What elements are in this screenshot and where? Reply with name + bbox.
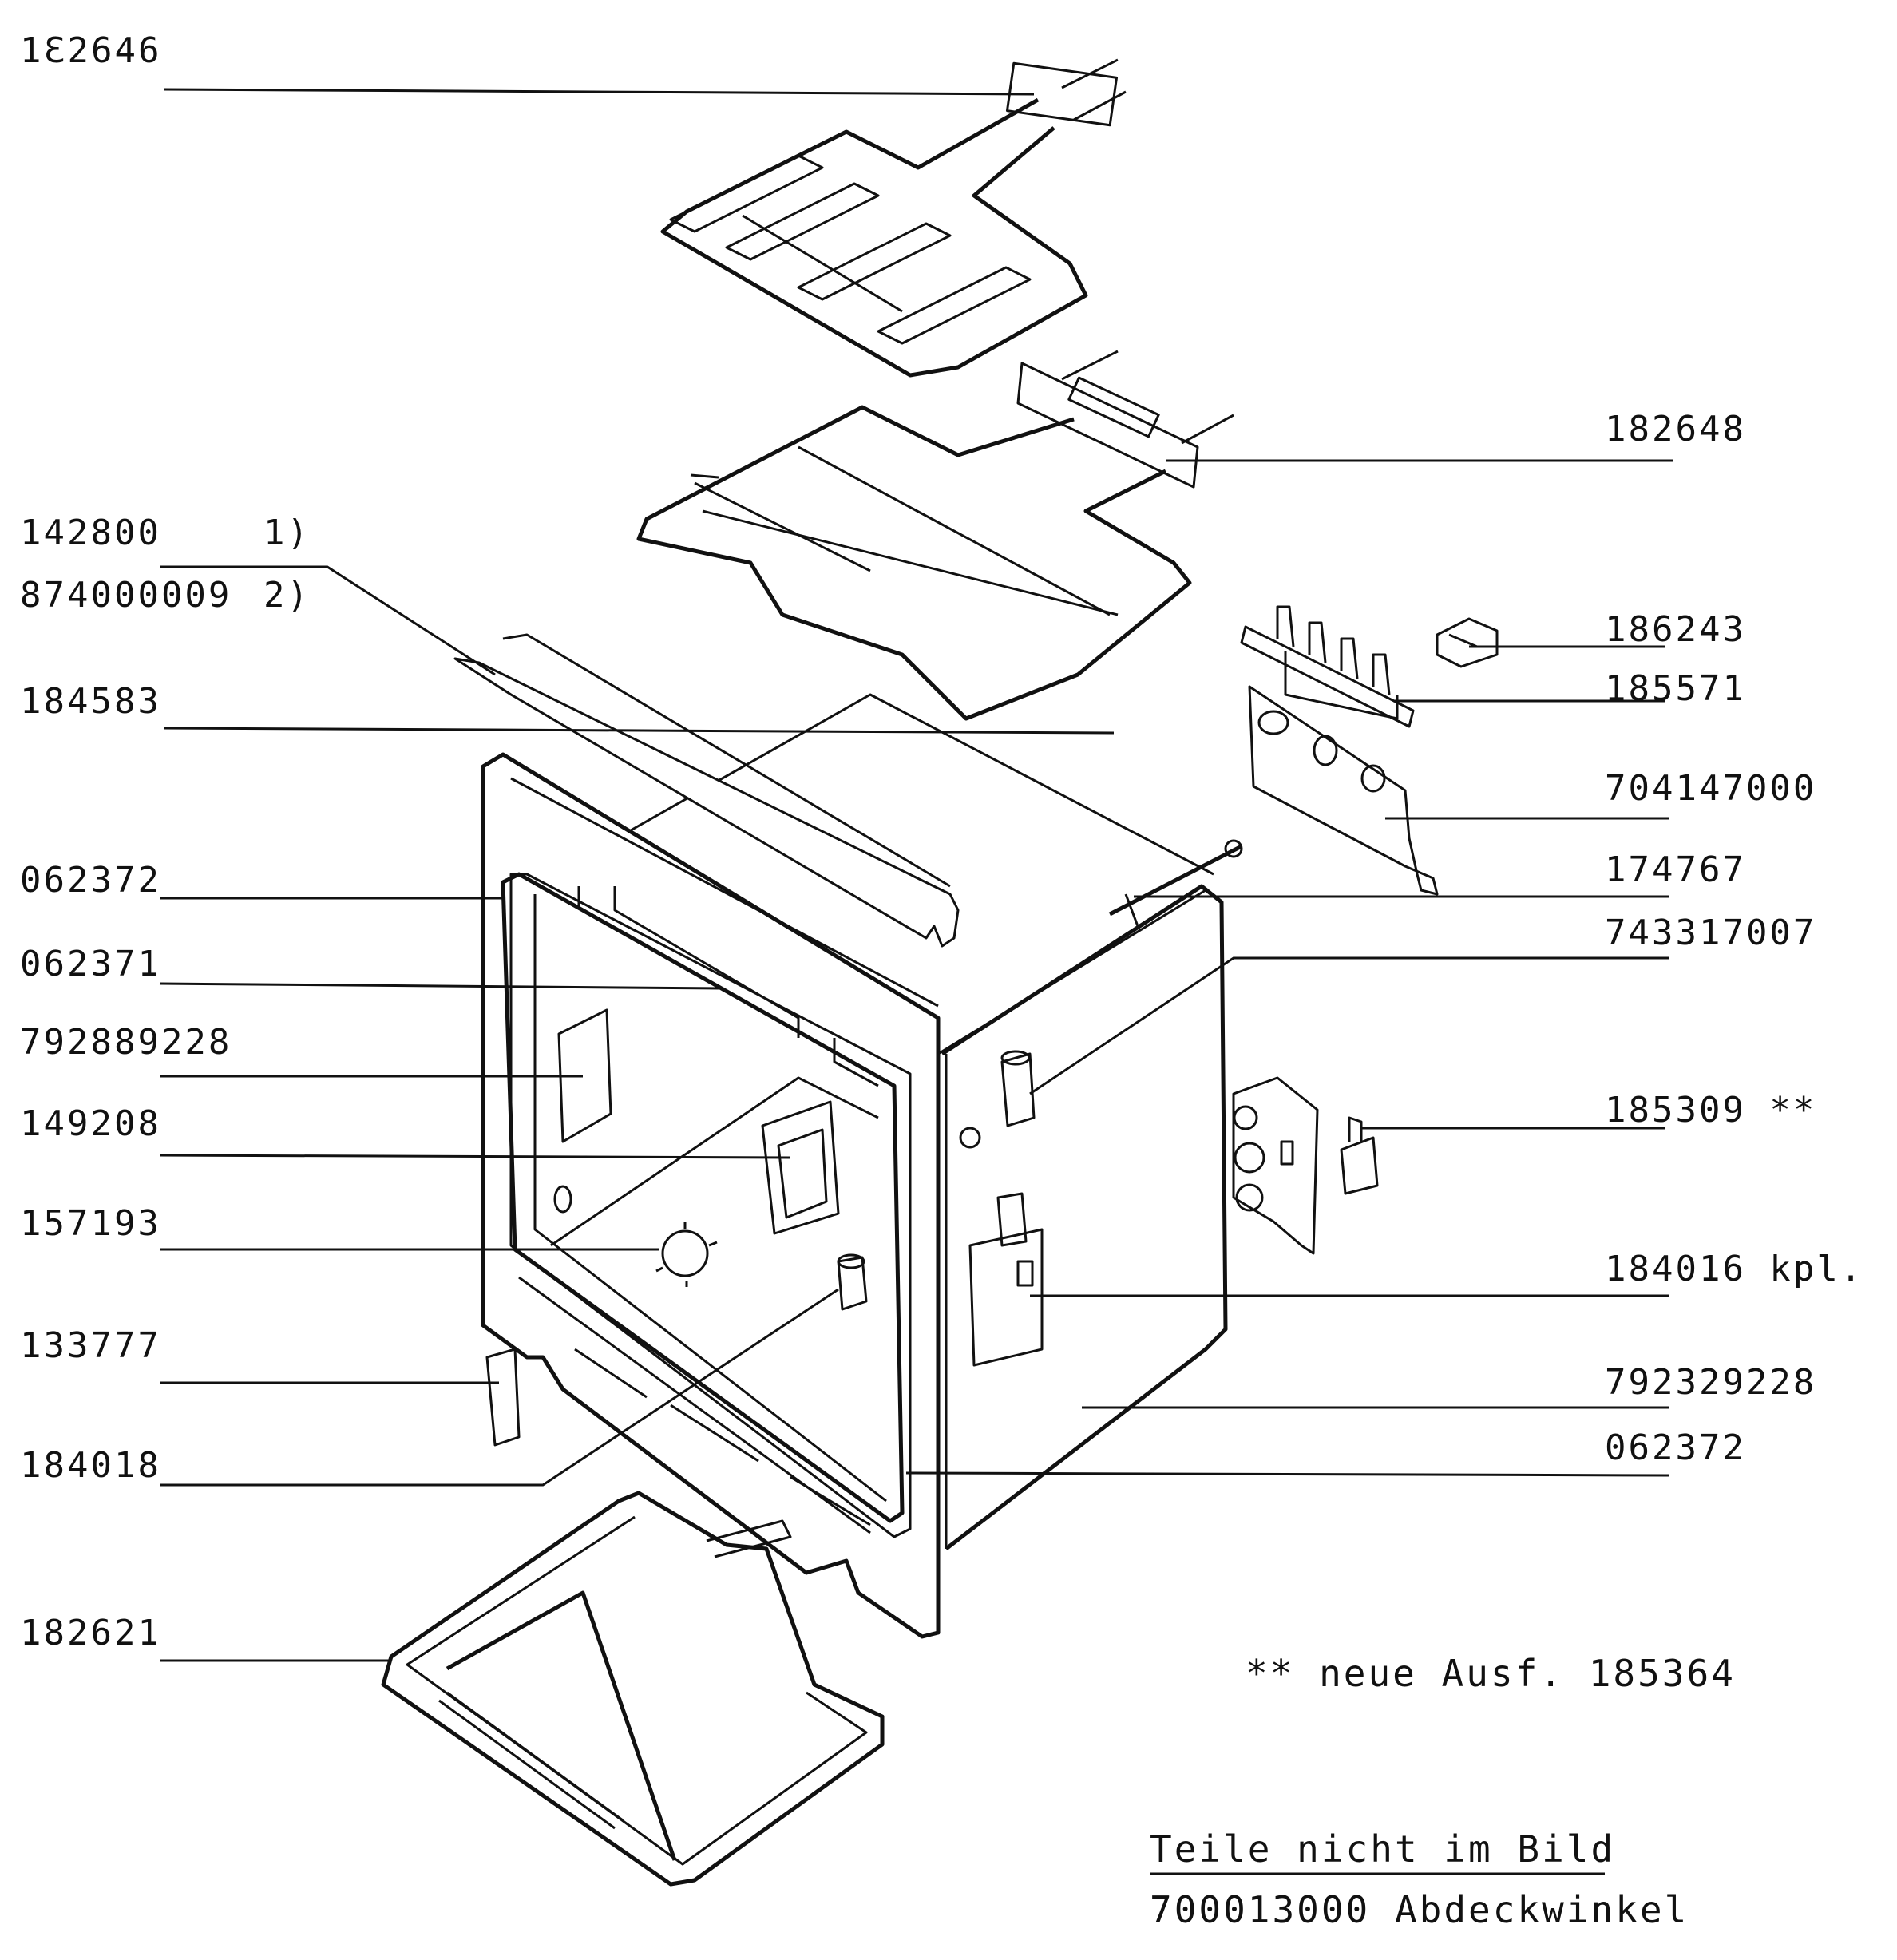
label-149208: 149208 [20,1103,161,1144]
label-184016: 184016 kpl. [1605,1249,1863,1289]
terminal-block-drawing [1240,605,1499,896]
grill-heating-element-drawing [660,58,1127,378]
upper-heating-element-drawing [636,350,1234,721]
label-062372-top: 062372 [20,860,161,901]
label-185309: 185309 ** [1605,1090,1816,1130]
label-792889228: 792889228 [20,1022,232,1063]
label-185571: 185571 [1605,668,1746,709]
label-182621: 182621 [20,1613,161,1653]
label-062372-bottom: 062372 [1605,1427,1746,1468]
label-792329228: 792329228 [1605,1362,1816,1403]
label-182646: 1ℇ2646 [20,30,161,71]
side-bracket-drawing [1232,1076,1379,1255]
parts-not-shown-item: 700013000 Abdeckwinkel [1150,1888,1689,1931]
label-874000009: 874000009 [20,575,232,616]
label-874000009-note: 2) [263,575,311,616]
label-184018: 184018 [20,1445,161,1486]
label-133777: 133777 [20,1325,161,1366]
label-174767: 174767 [1605,849,1746,890]
parts-not-shown-heading: Teile nicht im Bild [1150,1827,1615,1871]
label-182648: 182648 [1605,409,1746,449]
label-184583: 184583 [20,681,161,722]
label-062371: 062371 [20,944,161,984]
oven-cavity-drawing [453,633,1243,1639]
label-157193: 157193 [20,1203,161,1244]
label-704147000: 704147000 [1605,768,1816,809]
label-142800: 142800 [20,513,161,553]
label-186243: 186243 [1605,609,1746,650]
new-version-note: ** neue Ausf. 185364 [1246,1652,1736,1695]
lower-heating-element-drawing [381,1491,885,1887]
label-142800-note: 1) [263,513,311,553]
label-743317007: 743317007 [1605,913,1816,953]
leader-lines [159,88,1673,1662]
